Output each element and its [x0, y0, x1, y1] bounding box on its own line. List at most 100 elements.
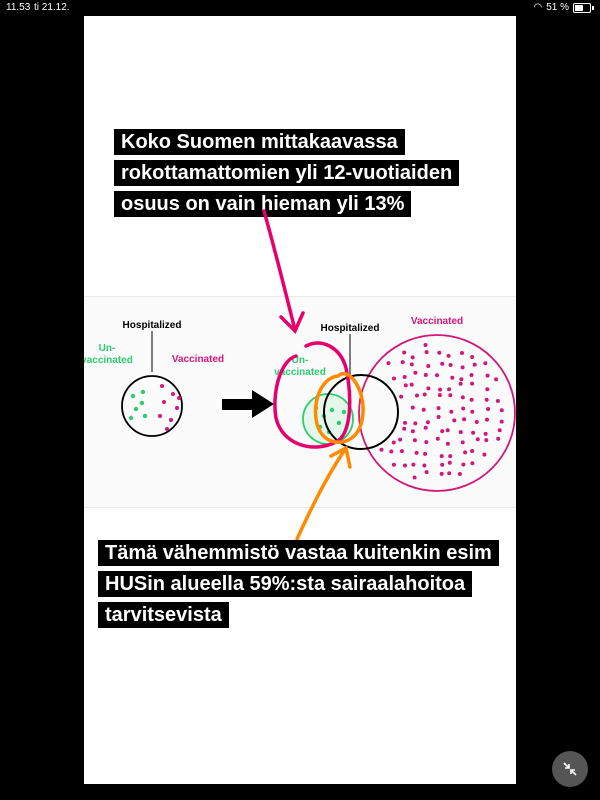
vaccinated-dot	[409, 362, 414, 367]
right-vaccinated-label: Vaccinated	[411, 316, 463, 327]
vaccinated-dot	[470, 355, 475, 359]
vaccinated-dot	[409, 382, 414, 387]
vaccinated-dot	[450, 375, 455, 380]
vaccinated-dot	[435, 373, 439, 378]
vaccinated-dot	[424, 470, 429, 475]
left-unvaccinated-label-1: Un-	[99, 343, 116, 354]
vaccinated-dot	[426, 386, 431, 391]
vaccinated-dot	[447, 387, 452, 392]
vaccinated-dot	[461, 406, 466, 411]
vaccinated-dot	[469, 397, 474, 402]
vaccinated-dot	[460, 440, 465, 445]
vaccinated-dot	[482, 452, 487, 457]
right-arrow-icon	[222, 390, 274, 418]
vaccinated-dot	[496, 436, 501, 441]
vaccinated-dot	[413, 370, 418, 375]
vaccinated-dot	[446, 353, 451, 358]
left-vaccinated-label: Vaccinated	[172, 354, 224, 365]
vaccinated-dot	[485, 373, 490, 378]
vaccinated-dot	[448, 454, 453, 459]
battery-percent: 51 %	[546, 2, 569, 13]
top-caption-text: Koko Suomen mittakaavassa rokottamattomi…	[114, 129, 460, 217]
vaccinated-dot	[472, 362, 477, 367]
bottom-caption-text: Tämä vähemmistö vastaa kuitenkin esim HU…	[98, 540, 499, 628]
vaccinated-dot	[424, 440, 429, 445]
vaccinated-dot	[445, 441, 450, 446]
vaccinated-dot	[470, 409, 475, 414]
vaccinated-dot	[463, 450, 468, 455]
left-hospitalized-label: Hospitalized	[123, 320, 182, 331]
vaccinated-dot	[448, 363, 453, 367]
diagram-band	[84, 296, 516, 508]
status-date: ti 21.12.	[34, 2, 70, 13]
vaccinated-dot	[485, 387, 490, 392]
status-time: 11.53	[6, 2, 31, 13]
right-hospitalized-label: Hospitalized	[321, 323, 380, 334]
vaccinated-dot	[485, 417, 489, 422]
vaccinated-population-dots	[379, 343, 504, 480]
vaccinated-dot	[437, 350, 442, 355]
vaccinated-dot	[400, 360, 405, 365]
vaccinated-dot	[484, 397, 489, 402]
right-unvaccinated-label-2: vaccinated	[274, 367, 326, 378]
vaccinated-dot	[448, 393, 453, 398]
vaccinated-dot	[497, 428, 502, 433]
vaccinated-dot	[392, 376, 396, 381]
vaccinated-dot	[423, 373, 428, 377]
vaccinated-dot	[435, 436, 440, 441]
vaccinated-dot	[440, 462, 445, 467]
vaccinated-dot	[398, 437, 403, 442]
orange-loop	[313, 372, 365, 445]
vaccinated-dot	[447, 460, 452, 465]
vaccinated-dot	[402, 426, 407, 431]
vaccinated-dot	[447, 471, 452, 476]
vaccinated-dot	[379, 447, 384, 452]
vaccinated-dot	[422, 463, 427, 468]
vaccinated-dot	[483, 361, 488, 366]
left-vaccinated-dots	[158, 384, 181, 431]
vaccinated-dot	[499, 408, 504, 413]
left-unvaccinated-label-2: vaccinated	[84, 355, 133, 366]
vaccinated-dot	[470, 449, 475, 453]
pink-arrow-shaft	[262, 209, 297, 332]
right-hospitalized-circle	[323, 374, 399, 450]
vaccinated-dot	[470, 461, 475, 466]
orange-arrow-shaft	[295, 449, 346, 541]
vaccinated-dot	[460, 365, 465, 370]
vaccinated-dot	[495, 399, 500, 403]
vaccinated-dot	[452, 418, 457, 423]
status-right: ◠ 51 %	[533, 2, 594, 13]
exit-fullscreen-button[interactable]	[552, 751, 588, 787]
vaccinated-dot	[402, 375, 407, 379]
vaccinated-dot	[483, 431, 488, 436]
vaccinated-dot	[389, 449, 394, 454]
vaccinated-dot	[410, 429, 415, 434]
vaccinated-dot	[410, 355, 415, 360]
vaccinated-dot	[412, 438, 417, 443]
vaccinated-dot	[422, 392, 427, 397]
vaccinated-dot	[413, 421, 418, 426]
vaccinated-dot	[440, 361, 445, 366]
vaccinated-dot	[423, 343, 428, 347]
vaccinated-dot	[462, 417, 467, 422]
vaccinated-dot	[440, 429, 445, 434]
vaccinated-dot	[436, 406, 441, 411]
vaccinated-dot	[475, 437, 480, 442]
battery-icon	[573, 2, 591, 13]
battery-tip	[592, 5, 594, 10]
exit-fullscreen-icon	[563, 762, 577, 776]
orange-arrowhead	[329, 445, 352, 469]
vaccinated-dot	[439, 454, 444, 459]
vaccinated-dot	[457, 472, 462, 476]
vaccinated-dot	[486, 407, 491, 411]
vaccinated-dot	[437, 393, 442, 398]
diagram: Hospitalized Un- vaccinated Vaccinated H…	[84, 209, 516, 541]
vaccinated-dot	[436, 415, 441, 419]
vaccinated-dot	[458, 381, 463, 386]
vaccinated-dot	[499, 419, 504, 424]
status-bar: 11.53 ti 21.12. ◠ 51 %	[0, 0, 600, 16]
vaccinated-dot	[403, 463, 407, 468]
vaccinated-dot	[423, 451, 428, 456]
vaccinated-dot	[460, 351, 464, 355]
vaccinated-dot	[412, 475, 417, 480]
